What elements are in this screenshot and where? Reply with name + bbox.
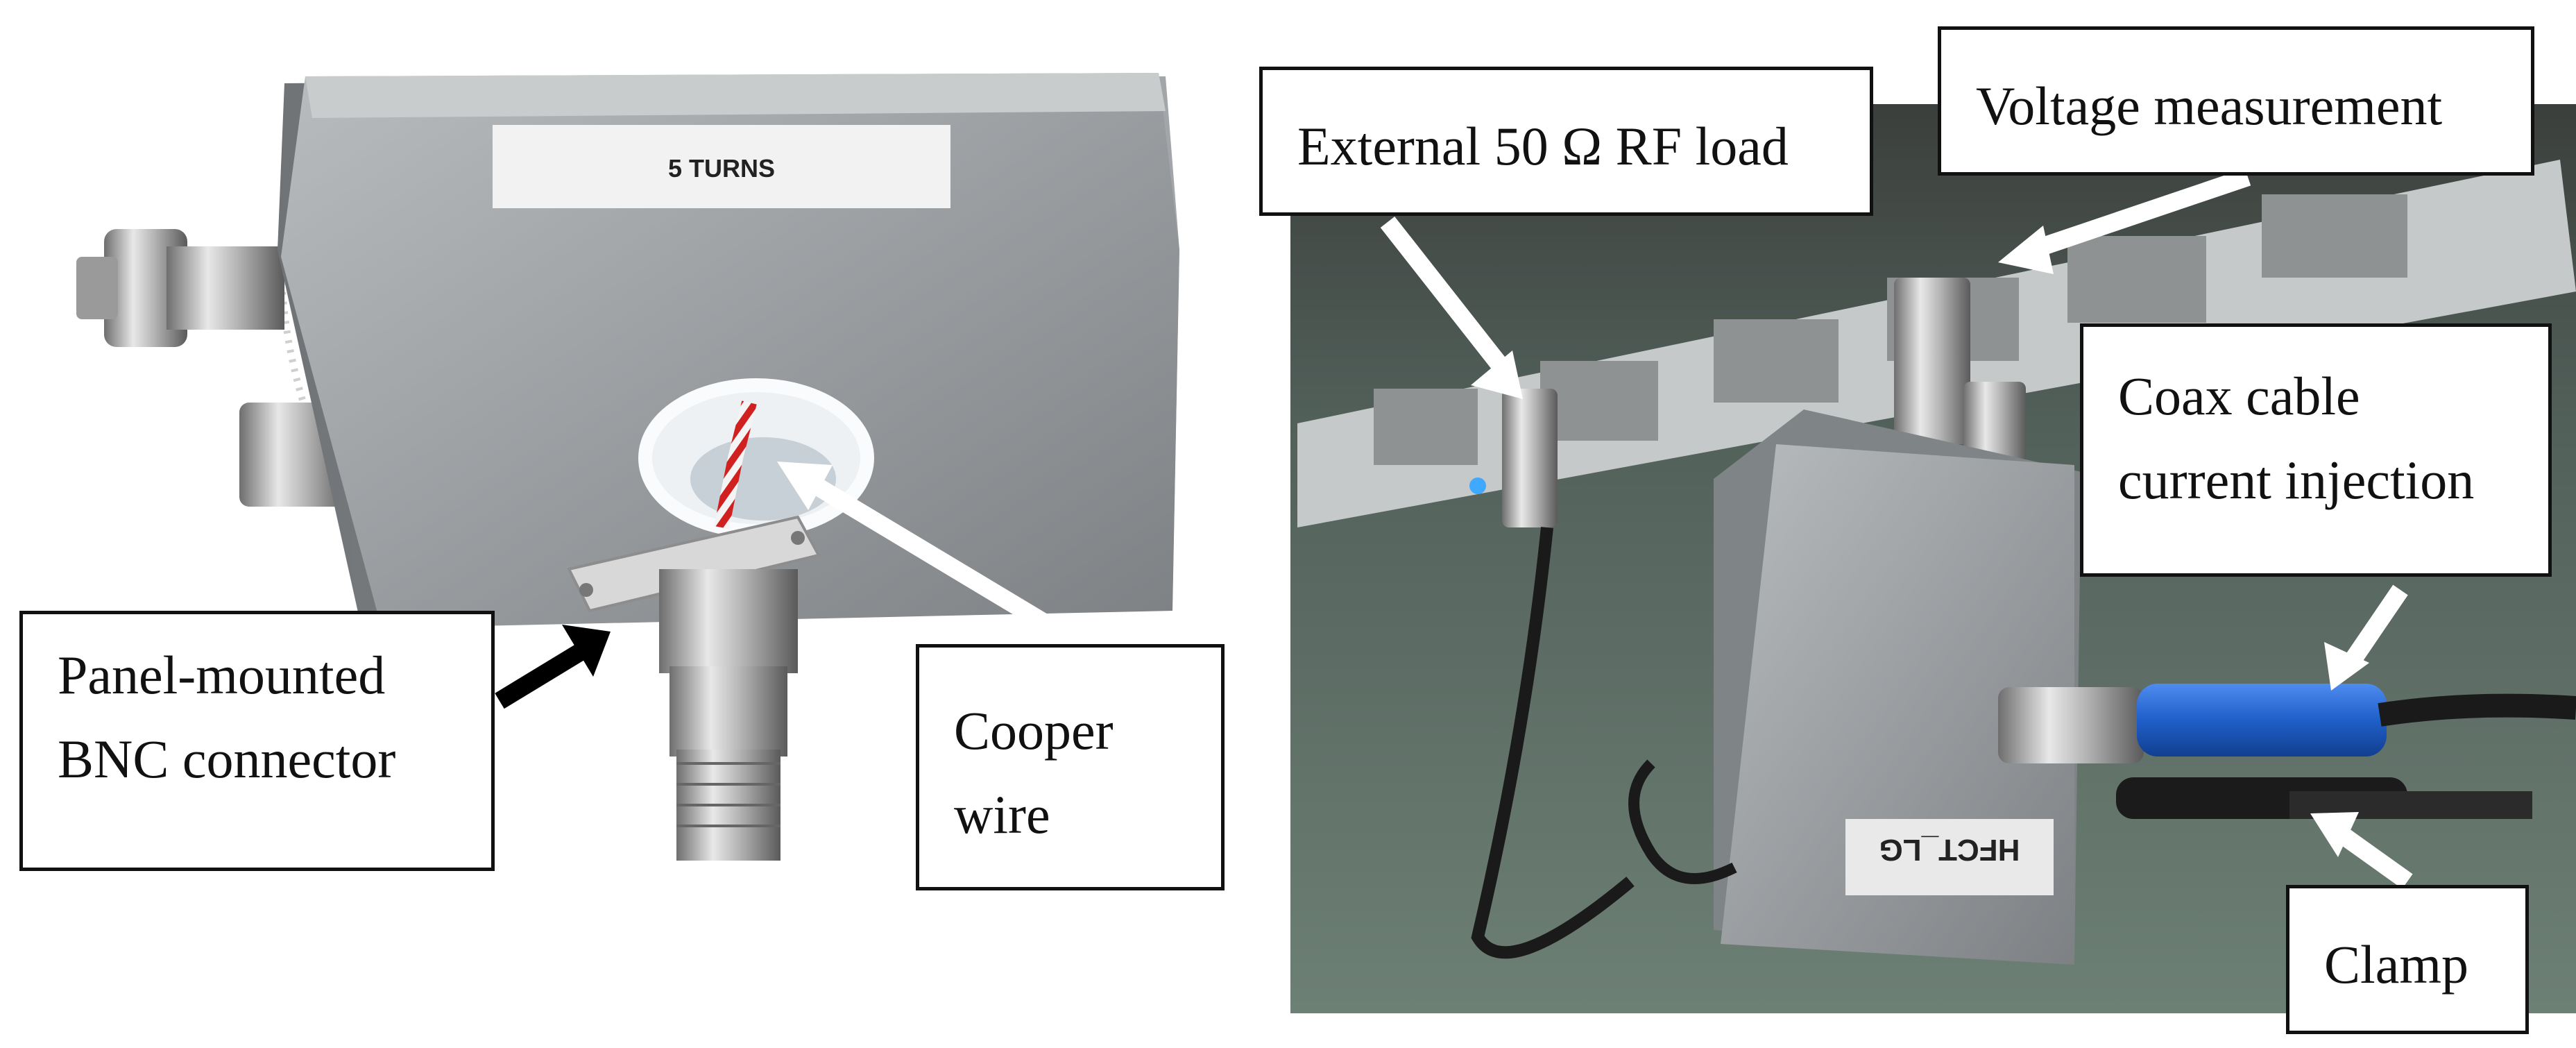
callout-voltage-text: Voltage measurement [1976,76,2443,136]
callout-rf-load: External 50 Ω RF load [1259,67,1873,216]
turns-label-sticker [493,125,950,208]
callout-clamp: Clamp [2286,885,2529,1034]
coax-cable [1628,759,1737,884]
right-photo: HFCT_LG [1290,104,2576,1013]
arrow-to-rf-load [1380,216,1510,374]
rf-load-terminator [1502,389,1558,527]
callout-panel-bnc-line1: Panel-mounted [58,645,386,705]
copper-wire [714,400,757,530]
panel-bnc-connector [659,569,798,861]
arrow-to-coax-head [2324,642,2369,691]
coax-blue-sleeve [2137,684,2387,757]
arrow-to-clamp-head [2310,812,2359,857]
arrow-to-voltage-head [1998,226,2054,274]
hfct-label-sticker [1845,819,2054,895]
coax-bnc-plug [1998,687,2144,763]
callout-clamp-text: Clamp [2324,934,2468,995]
arrow-to-bnc-head [562,625,611,677]
callout-coax: Coax cable current injection [2080,323,2552,577]
coax-cable-out [2378,693,2576,727]
status-led [1469,477,1486,494]
arrow-to-rf-load-head [1471,350,1523,399]
arrow-to-coax [2341,584,2408,672]
callout-panel-bnc-line2: BNC connector [58,728,396,789]
callout-panel-bnc: Panel-mounted BNC connector [19,611,495,871]
callout-copper-wire-line2: wire [954,784,1050,845]
bnc-mount-plate [567,515,821,613]
arrow-to-voltage [2029,168,2251,259]
arrow-to-wire-head [777,462,833,510]
callout-voltage: Voltage measurement [1938,26,2534,176]
callout-copper-wire-line1: Cooper [954,700,1114,761]
voltage-bnc-connector [1894,278,1970,444]
callout-copper-wire: Cooper wire [916,644,1225,890]
turns-label-text: 5 TURNS [668,154,775,183]
box-lid-edge [305,73,1166,118]
callout-rf-load-text: External 50 Ω RF load [1297,116,1789,176]
callout-coax-line2: current injection [2118,449,2475,510]
arrow-to-wire [800,471,1052,633]
rf-load-cable [1471,527,1635,959]
aluminium-box-top [281,73,1179,628]
hfct-label-text: HFCT_LG [1879,833,2020,867]
side-connector-upper [76,229,284,347]
left-photo: 5 TURNS [76,73,1179,861]
callout-coax-line1: Coax cable [2118,366,2360,426]
